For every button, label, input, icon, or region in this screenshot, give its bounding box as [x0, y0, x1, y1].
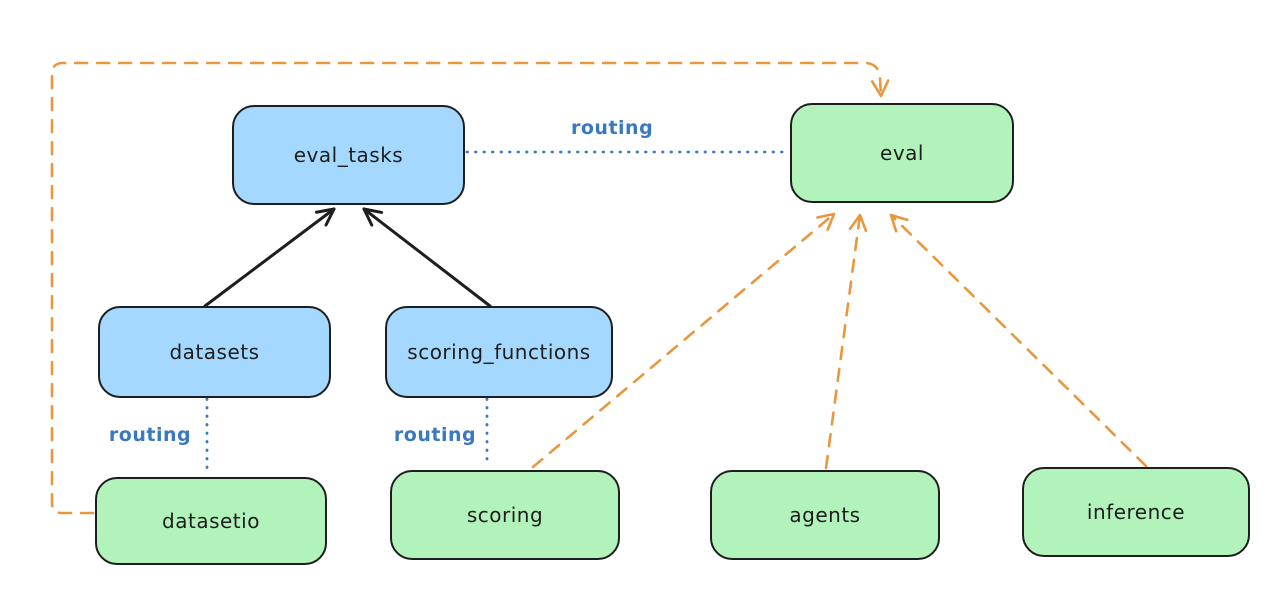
- edge-label-routing-top: routing: [571, 117, 654, 139]
- node-eval-label: eval: [880, 141, 924, 165]
- node-eval: eval: [790, 103, 1014, 203]
- edge-agents-to-eval: [824, 213, 868, 470]
- edge-inference-to-eval: [889, 213, 1148, 468]
- node-agents: agents: [710, 470, 940, 560]
- node-inference-label: inference: [1086, 500, 1186, 524]
- edge-label-routing-middle: routing: [393, 424, 477, 446]
- edge-datasetio-to-eval: [50, 61, 890, 515]
- node-scoring_functions: scoring_functions: [385, 306, 613, 398]
- node-datasets-label: datasets: [169, 340, 260, 364]
- node-scoring: scoring: [390, 470, 620, 560]
- node-eval_tasks-label: eval_tasks: [293, 143, 404, 167]
- node-eval_tasks: eval_tasks: [232, 105, 465, 205]
- edge-datasets-to-eval_tasks: [203, 207, 336, 308]
- edge-label-routing-left: routing: [108, 424, 192, 446]
- node-agents-label: agents: [789, 503, 861, 527]
- edge-scoring-to-eval: [531, 212, 836, 469]
- node-datasetio-label: datasetio: [162, 509, 260, 533]
- node-inference: inference: [1022, 467, 1250, 557]
- node-scoring-label: scoring: [466, 503, 544, 527]
- node-datasets: datasets: [98, 306, 331, 398]
- edge-scoring_functions-to-eval_tasks: [362, 207, 492, 308]
- node-scoring_functions-label: scoring_functions: [407, 340, 591, 364]
- node-datasetio: datasetio: [95, 477, 327, 565]
